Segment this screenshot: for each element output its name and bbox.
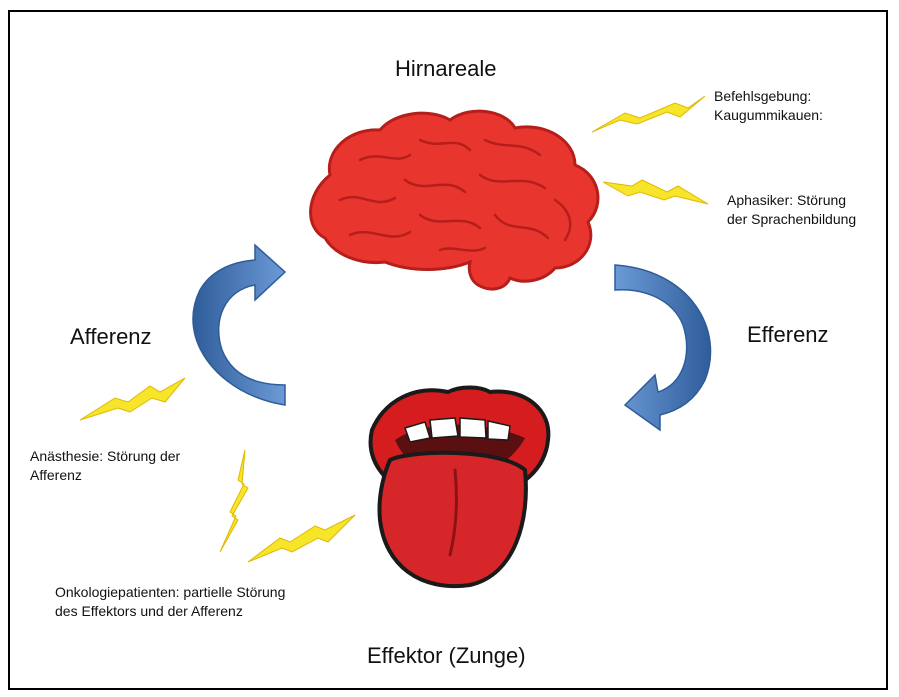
lightning-bolt-icon (603, 180, 708, 204)
brain-icon (311, 111, 598, 289)
lightning-bolt-icon (592, 96, 705, 132)
note-aphasiker-line1: Aphasiker: Störung (727, 191, 856, 210)
note-anaesthesie: Anästhesie: Störung der Afferenz (30, 447, 180, 485)
lightning-bolt-icon (80, 378, 185, 420)
note-befehlsgebung: Befehlsgebung: Kaugummikauen: (714, 87, 823, 125)
mouth-tongue-icon (371, 388, 549, 587)
brain-title: Hirnareale (395, 56, 497, 82)
lightning-bolt-icon (248, 515, 355, 562)
note-onkologie-line1: Onkologiepatienten: partielle Störung (55, 583, 285, 602)
note-anaesthesie-line2: Afferenz (30, 466, 180, 485)
lightning-bolt-icon (220, 450, 248, 552)
note-aphasiker-line2: der Sprachenbildung (727, 210, 856, 229)
note-onkologie: Onkologiepatienten: partielle Störung de… (55, 583, 285, 621)
curved-arrow-icon (193, 245, 285, 405)
note-anaesthesie-line1: Anästhesie: Störung der (30, 447, 180, 466)
note-befehlsgebung-line1: Befehlsgebung: (714, 87, 823, 106)
effektor-label: Effektor (Zunge) (367, 643, 526, 669)
afferenz-label: Afferenz (70, 324, 152, 350)
note-befehlsgebung-line2: Kaugummikauen: (714, 106, 823, 125)
note-aphasiker: Aphasiker: Störung der Sprachenbildung (727, 191, 856, 229)
note-onkologie-line2: des Effektors und der Afferenz (55, 602, 285, 621)
curved-arrow-icon (615, 265, 711, 430)
efferenz-label: Efferenz (747, 322, 829, 348)
